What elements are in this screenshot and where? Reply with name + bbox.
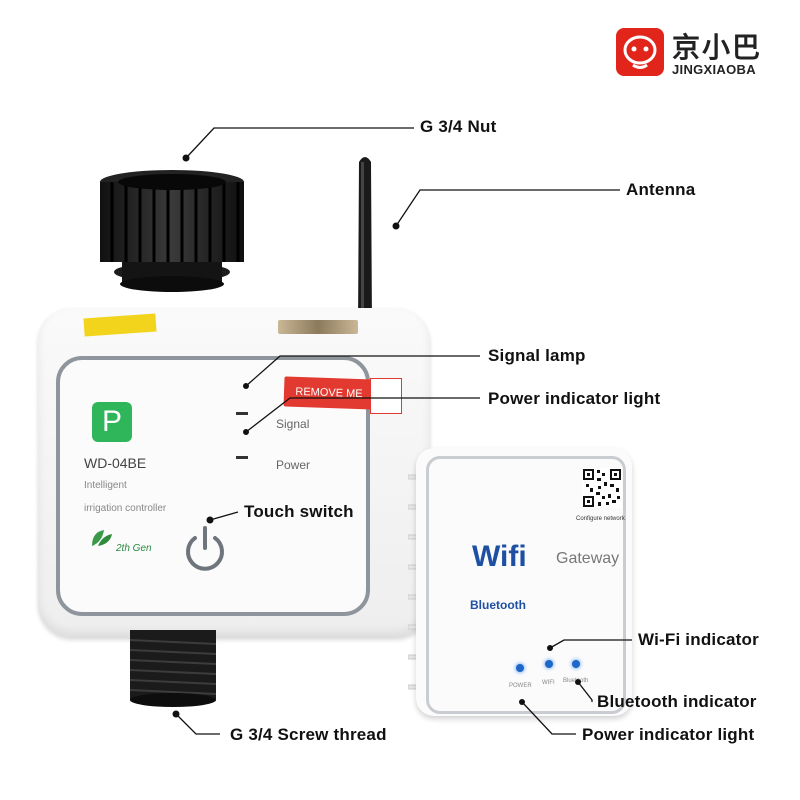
card-slot — [278, 320, 358, 334]
g34-nut — [100, 170, 244, 292]
qr-code — [582, 468, 622, 508]
antenna — [358, 157, 372, 328]
callout-signal-lamp: Signal lamp — [488, 346, 586, 365]
callout-wifi-indicator: Wi-Fi indicator — [638, 630, 759, 649]
gateway-fins — [408, 474, 419, 690]
gateway-power-led — [516, 664, 524, 672]
description-line2: irrigation controller — [84, 503, 167, 514]
touch-switch-power-icon[interactable] — [178, 522, 232, 576]
brand-name-cn: 京小巴 — [672, 32, 763, 63]
brand-name-en: JINGXIAOBA — [672, 62, 756, 77]
gateway-wifi-label: WIFI — [542, 680, 555, 686]
callout-screw-thread: G 3/4 Screw thread — [230, 725, 387, 744]
callout-nut: G 3/4 Nut — [420, 117, 497, 136]
power-indicator-light — [236, 456, 248, 459]
callout-power-indicator-gateway: Power indicator light — [582, 725, 755, 744]
leaf-icon — [92, 530, 112, 546]
g34-screw-thread — [129, 630, 217, 707]
configure-network-label: Configure network — [576, 516, 625, 522]
signal-label: Signal — [276, 417, 310, 431]
app-icon: P — [92, 402, 132, 442]
callout-antenna: Antenna — [626, 180, 696, 199]
signal-lamp — [236, 412, 248, 415]
wifi-logo: Wifi — [472, 540, 527, 573]
power-label: Power — [276, 458, 311, 472]
callout-power-indicator-controller: Power indicator light — [488, 389, 661, 408]
gateway-title: Gateway — [556, 550, 620, 567]
gateway-panel — [426, 456, 626, 714]
callout-bluetooth-indicator: Bluetooth indicator — [597, 692, 757, 711]
model-label: WD-04BE — [84, 455, 147, 471]
gateway-power-label: POWER — [509, 683, 532, 689]
gateway-wifi-led — [545, 660, 553, 668]
generation-label: 2th Gen — [116, 543, 152, 554]
remove-tag-tab — [370, 378, 402, 414]
callout-touch-switch: Touch switch — [244, 502, 354, 521]
bluetooth-logo: Bluetooth — [470, 598, 526, 612]
gateway-bluetooth-led — [572, 660, 580, 668]
brand-logo — [616, 28, 664, 76]
controller-panel — [56, 356, 370, 616]
description-line1: Intelligent — [84, 480, 127, 491]
